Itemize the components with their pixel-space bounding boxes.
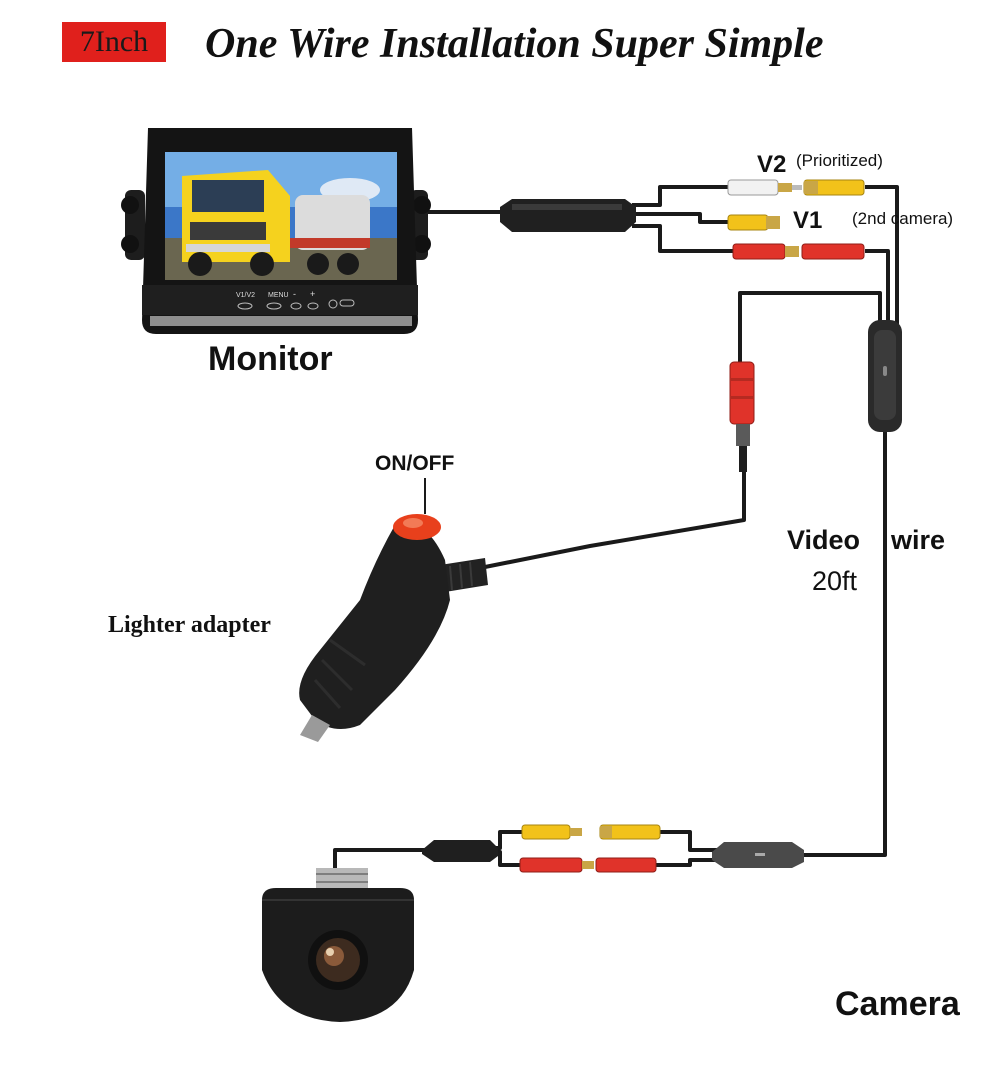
camera-icon	[262, 868, 414, 1022]
power-wire	[865, 249, 890, 325]
second-camera-label: (2nd camera)	[852, 209, 954, 228]
monitor-splitter	[500, 199, 636, 232]
cable-junction	[868, 320, 902, 432]
v2-label: V2	[757, 151, 787, 178]
cables	[333, 185, 899, 870]
on-off-label: ON/OFF	[375, 452, 455, 475]
monitor: V1/V2 MENU - +	[121, 128, 431, 334]
prioritized-label: (Prioritized)	[796, 151, 883, 170]
v2-wire	[865, 185, 899, 325]
branch-v1	[632, 212, 730, 224]
camera-rca-red-pair	[519, 857, 657, 873]
v1-label: V1	[793, 207, 823, 234]
minus-button-label: -	[293, 289, 296, 299]
camera-rca-yellow-pair	[521, 824, 661, 840]
v1v2-button-label: V1/V2	[236, 292, 255, 299]
menu-button-label: MENU	[268, 292, 289, 299]
power-loop	[738, 291, 882, 365]
rca-v2-pair	[727, 179, 865, 196]
lighter-cable	[469, 470, 746, 572]
power-plug	[729, 361, 755, 472]
cam-branch-bottom	[655, 858, 718, 867]
branch-v2	[632, 185, 735, 207]
lighter-adapter-label: Lighter adapter	[108, 612, 271, 638]
monitor-label: Monitor	[208, 340, 333, 378]
wire-length-label: 20ft	[812, 566, 858, 596]
camera-label: Camera	[835, 985, 960, 1023]
lighter-adapter	[299, 478, 488, 742]
camera-splitter-left	[422, 840, 498, 862]
video-label: Video	[787, 525, 861, 555]
plus-button-label: +	[310, 289, 315, 299]
video-wire	[800, 430, 887, 857]
page-title: One Wire Installation Super Simple	[205, 21, 824, 67]
wire-label: wire	[891, 525, 946, 555]
cam-branch-top	[660, 830, 718, 852]
cam-cable	[333, 848, 426, 870]
rca-power-pair	[732, 243, 865, 260]
rca-v1	[727, 214, 780, 231]
branch-power	[632, 224, 735, 253]
size-badge: 7Inch	[62, 22, 166, 62]
camera-splitter-right	[712, 842, 804, 868]
